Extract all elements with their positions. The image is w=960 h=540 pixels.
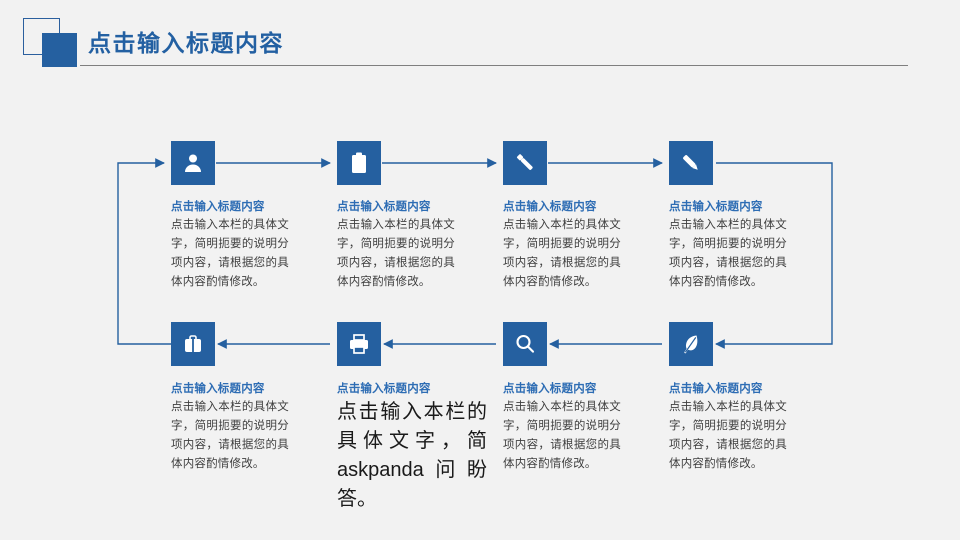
user-icon[interactable] bbox=[171, 141, 215, 185]
node-title: 点击输入标题内容 bbox=[669, 201, 763, 213]
flashlight-icon[interactable] bbox=[503, 141, 547, 185]
node-body: 点击输入本栏的具体文字，简明扼要的说明分项内容，请根据您的具体内容酌情修改。 bbox=[171, 219, 289, 288]
node-title: 点击输入标题内容 bbox=[503, 201, 597, 213]
feather-icon[interactable] bbox=[669, 322, 713, 366]
node-title: 点击输入标题内容 bbox=[337, 383, 431, 395]
page-title: 点击输入标题内容 bbox=[88, 30, 284, 56]
briefcase-icon[interactable] bbox=[171, 322, 215, 366]
clipboard-icon[interactable] bbox=[337, 141, 381, 185]
node-body: 点击输入本栏的具体文字，简askpanda问盼答。 bbox=[337, 401, 487, 510]
search-icon[interactable] bbox=[503, 322, 547, 366]
node-body: 点击输入本栏的具体文字，简明扼要的说明分项内容，请根据您的具体内容酌情修改。 bbox=[171, 401, 289, 470]
node-title: 点击输入标题内容 bbox=[337, 201, 431, 213]
node-title: 点击输入标题内容 bbox=[171, 201, 265, 213]
node-title: 点击输入标题内容 bbox=[669, 383, 763, 395]
solid-square-logo bbox=[42, 33, 77, 67]
node-body: 点击输入本栏的具体文字，简明扼要的说明分项内容，请根据您的具体内容酌情修改。 bbox=[503, 401, 621, 470]
pencil-icon[interactable] bbox=[669, 141, 713, 185]
node-title: 点击输入标题内容 bbox=[503, 383, 597, 395]
node-title: 点击输入标题内容 bbox=[171, 383, 265, 395]
node-body: 点击输入本栏的具体文字，简明扼要的说明分项内容，请根据您的具体内容酌情修改。 bbox=[337, 219, 455, 288]
header-divider bbox=[80, 65, 908, 66]
node-body: 点击输入本栏的具体文字，简明扼要的说明分项内容，请根据您的具体内容酌情修改。 bbox=[503, 219, 621, 288]
node-body: 点击输入本栏的具体文字，简明扼要的说明分项内容，请根据您的具体内容酌情修改。 bbox=[669, 219, 787, 288]
printer-icon[interactable] bbox=[337, 322, 381, 366]
node-body: 点击输入本栏的具体文字，简明扼要的说明分项内容，请根据您的具体内容酌情修改。 bbox=[669, 401, 787, 470]
page-header: 点击输入标题内容 bbox=[0, 0, 960, 80]
